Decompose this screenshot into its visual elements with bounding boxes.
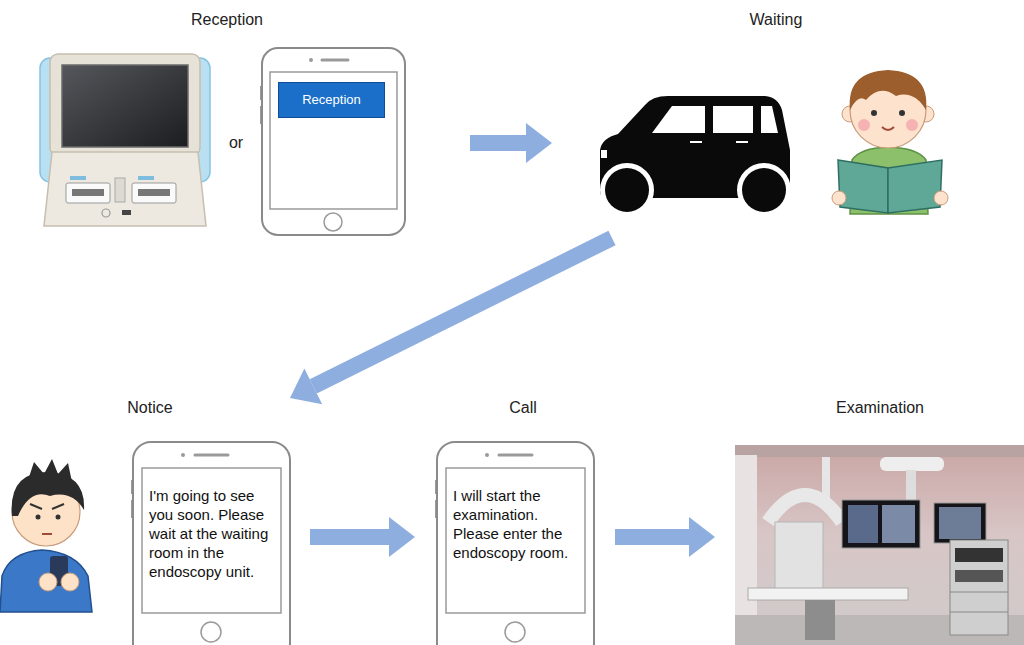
arrow-part	[470, 135, 526, 151]
text-slot: or	[196, 133, 276, 153]
text-slot: I'm going to see you soon. Please wait a…	[149, 486, 275, 581]
reading-boy	[832, 70, 948, 214]
person-with-phone	[0, 459, 92, 612]
phone-message: I'm going to see you soon. Please wait a…	[149, 486, 275, 581]
text-slot: Reception	[137, 10, 317, 30]
text-slot: Examination	[790, 398, 970, 418]
arrow-part	[290, 369, 322, 405]
arrow-part	[310, 529, 389, 545]
text-slot: I will start the examination. Please ent…	[453, 486, 579, 562]
phone-message: I will start the examination. Please ent…	[453, 486, 579, 562]
flow-arrow	[470, 123, 552, 163]
reception-kiosk	[40, 54, 210, 226]
stage-panel: Waiting	[552, 8, 972, 238]
stage-heading: Waiting	[686, 10, 866, 30]
stage-heading: Reception	[137, 10, 317, 30]
stage-heading: Notice	[60, 398, 240, 418]
smartphone	[131, 442, 290, 645]
button-label: Reception	[302, 92, 361, 108]
stage-heading: Call	[433, 398, 613, 418]
flow-arrow	[290, 231, 616, 405]
car-silhouette	[600, 96, 791, 217]
arrow-part	[310, 231, 616, 394]
arrow-part	[389, 517, 415, 557]
text-slot: Notice	[60, 398, 240, 418]
arrow-part	[615, 529, 689, 545]
smartphone	[435, 442, 594, 645]
stage-panel: Call I will start the examination. Please…	[415, 398, 615, 645]
flow-arrow	[310, 517, 415, 557]
stage-heading: Examination	[790, 398, 970, 418]
arrow-part	[526, 123, 552, 163]
stage-panel: ReceptionReception	[30, 8, 470, 240]
separator-word: or	[196, 133, 276, 153]
smartphone	[260, 48, 405, 235]
text-slot: Waiting	[686, 10, 866, 30]
stage-panel: Examination	[715, 398, 1024, 645]
stage-panel: NoticeI'm going to see you soon. Please …	[120, 398, 310, 645]
endoscopy-room-photo	[735, 445, 1024, 645]
reception-button: Reception	[278, 82, 385, 118]
arrow-part	[689, 517, 715, 557]
text-slot: Reception	[279, 83, 384, 117]
flow-arrow	[615, 517, 715, 557]
text-slot: Call	[433, 398, 613, 418]
